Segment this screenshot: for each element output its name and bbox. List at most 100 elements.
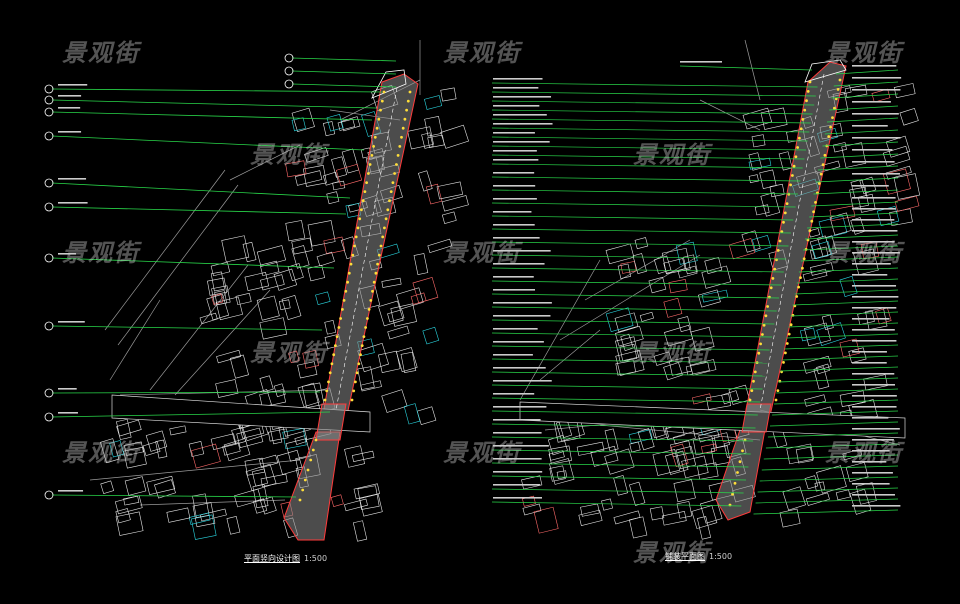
building-block [676, 501, 693, 519]
building-block [115, 508, 131, 524]
street-tree [764, 314, 768, 318]
callout-text-mark [852, 89, 901, 91]
building-block [885, 165, 912, 180]
callout-text-mark [852, 439, 894, 441]
leader-line [491, 82, 818, 88]
building-block [190, 514, 217, 540]
street-tree [817, 182, 821, 185]
leader-line [491, 228, 791, 234]
street-tree [383, 226, 386, 230]
street-tree [339, 317, 342, 320]
building-block [605, 307, 634, 332]
street-tree [776, 249, 780, 252]
leader-line [780, 366, 899, 372]
building-block [357, 366, 375, 390]
watermark-text: 景观街 [825, 439, 903, 467]
leader-line [51, 111, 373, 121]
building-block [326, 191, 340, 205]
building-block [253, 498, 268, 514]
building-block [699, 498, 723, 524]
street-tree [393, 172, 396, 175]
callout-text-mark [852, 472, 893, 474]
street-tree [365, 181, 368, 185]
leader-line [51, 391, 321, 394]
building-block [359, 493, 383, 517]
building-block [863, 374, 888, 391]
building-block [124, 441, 144, 456]
leader-line [491, 91, 816, 97]
leader-line [491, 501, 742, 507]
street-tree [762, 323, 766, 327]
leader-line [51, 494, 297, 498]
callout-marker [44, 321, 54, 331]
site-line [519, 259, 601, 401]
street-tree [783, 211, 787, 215]
building-block [418, 170, 433, 192]
building-block [285, 160, 307, 178]
building-block [387, 325, 410, 340]
building-block [252, 484, 269, 509]
street-tree [752, 379, 755, 383]
building-block [360, 380, 382, 392]
leader-line [491, 475, 747, 481]
building-block [276, 449, 303, 475]
building-block [427, 134, 445, 148]
callout-text-mark [58, 388, 77, 390]
street-tree [354, 380, 357, 384]
leader-line [772, 410, 899, 416]
street-tree [347, 271, 351, 275]
street-tree [377, 117, 381, 121]
street-tree [311, 448, 315, 452]
site-line [229, 144, 301, 181]
street-tree [363, 190, 367, 194]
callout-text-mark [58, 321, 85, 323]
building-block [440, 124, 469, 149]
building-block [649, 506, 665, 521]
leader-line [51, 135, 365, 151]
callout-text-mark [493, 105, 540, 107]
callout-text-mark [852, 296, 899, 298]
building-block [692, 393, 712, 405]
building-block [100, 480, 115, 495]
building-block [835, 489, 851, 501]
building-block [221, 235, 250, 263]
building-block [748, 152, 763, 171]
building-block [124, 476, 147, 496]
building-block [116, 418, 132, 440]
building-block [330, 494, 344, 508]
callout-marker [44, 95, 54, 105]
leader-line [679, 65, 813, 71]
building-block [741, 230, 761, 253]
building-block [421, 132, 434, 149]
building-block [425, 183, 443, 205]
building-block [661, 511, 687, 526]
building-block [613, 510, 641, 525]
building-block [337, 118, 356, 131]
callout-text-mark [852, 417, 889, 419]
leader-line [491, 488, 744, 494]
callout-text-mark [852, 252, 900, 254]
leader-line [755, 498, 899, 504]
callout-text-mark [58, 253, 77, 255]
building-block [629, 481, 646, 506]
building-block [410, 292, 427, 305]
callout-text-mark [852, 230, 898, 232]
callout-text-mark [58, 178, 87, 180]
street-tree [374, 271, 378, 275]
leader-line [769, 421, 899, 427]
watermark-text: 景观街 [443, 239, 521, 267]
leader-line [835, 69, 899, 75]
callout-text-mark [852, 149, 893, 151]
building-block [412, 277, 439, 304]
callout-text-mark [493, 471, 543, 473]
street-tree [349, 262, 353, 266]
callout-text-mark [852, 219, 895, 221]
callout-text-mark [493, 315, 551, 317]
site-line [539, 329, 601, 381]
callout-text-mark [493, 123, 553, 125]
leader-line [831, 93, 899, 99]
leader-line [761, 465, 899, 471]
building-block [381, 277, 402, 288]
callout-marker [44, 253, 54, 263]
building-block [522, 503, 542, 516]
